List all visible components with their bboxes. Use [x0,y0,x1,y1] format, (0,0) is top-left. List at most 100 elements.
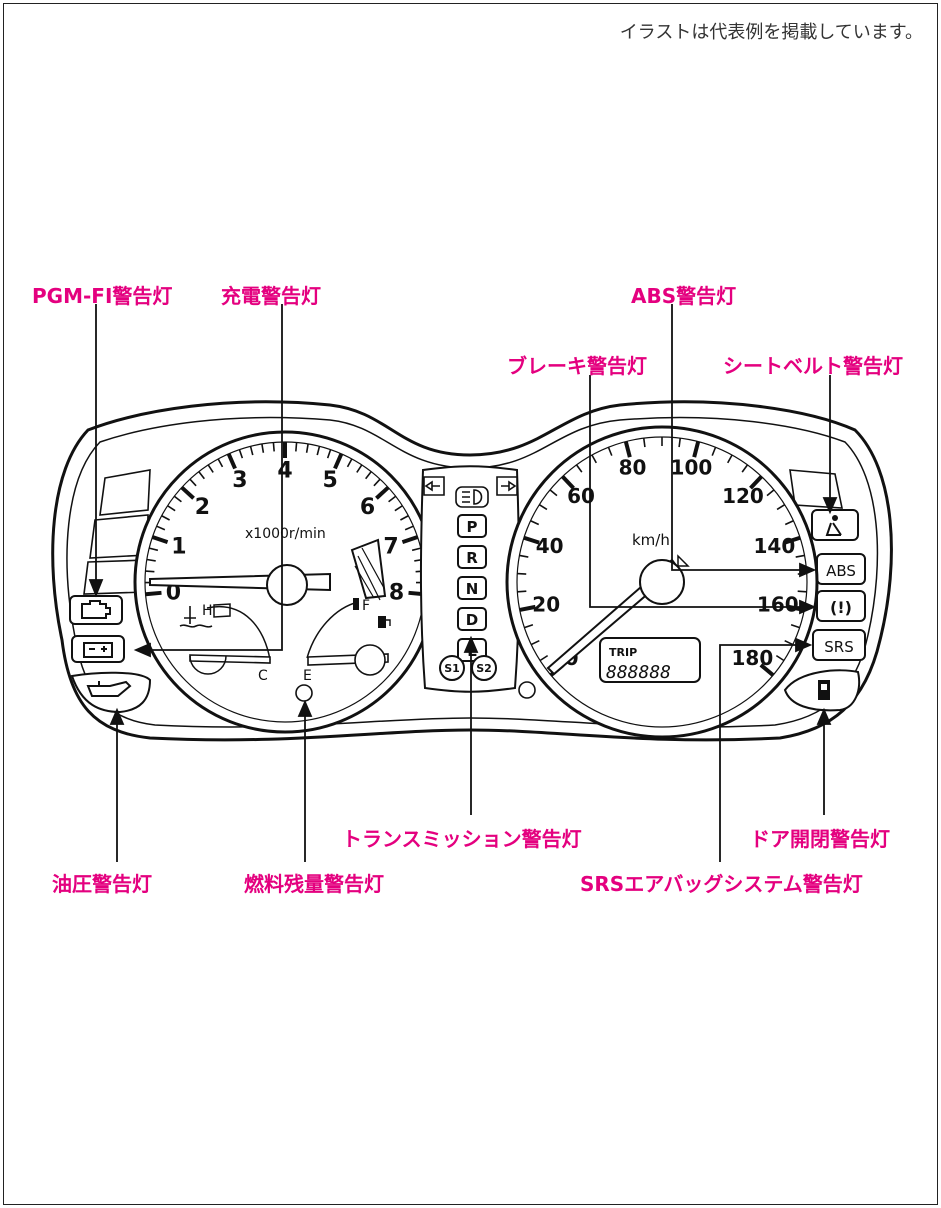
speedometer-minor-tick [741,464,749,473]
callout-door: ドア開閉警告灯 [750,827,890,851]
tachometer-minor-tick [373,478,381,487]
tachometer-minor-tick [167,505,176,512]
brake-leader [589,375,812,608]
gear-indicator-box [457,514,487,538]
page-frame [3,3,938,1205]
tachometer-minor-tick [189,478,197,487]
tachometer-minor-tick [156,525,166,531]
tachometer-minor-tick [404,525,414,531]
tachometer-major-tick [226,453,237,470]
speedometer-minor-tick [784,519,794,526]
tachometer-minor-tick [145,570,155,573]
abs-lamp: ABS [816,553,866,585]
seatbelt-lamp [811,509,859,541]
speedometer-minor-tick [591,454,597,464]
speedometer-minor-tick [766,489,775,497]
tachometer-minor-tick [238,449,244,459]
tachometer-number: 8 [389,580,404,605]
tachometer-minor-tick [346,458,353,468]
tachometer-minor-tick [148,547,159,552]
leader-lines [88,304,838,862]
callout-charging: 充電警告灯 [221,284,321,308]
coolant-icon [179,606,213,628]
tachometer-major-tick [180,485,195,500]
tachometer-minor-tick [295,442,298,452]
gear-indicator-box [457,576,487,600]
speedometer-minor-tick [727,454,733,464]
speedometer-minor-tick [549,489,558,497]
speedometer-minor-tick [797,590,807,593]
tachometer-minor-tick [365,471,372,480]
s-mode-s2: S2 [476,662,492,675]
tachometer-minor-tick [261,443,265,453]
callout-pgm-fi: PGM-FI警告灯 [32,284,173,308]
tachometer-minor-tick [305,443,309,453]
gear-indicator-d: D [466,611,478,629]
tachometer-major-tick [401,535,419,545]
left-turn-arrow-icon [423,476,445,496]
tachometer-minor-tick [272,442,275,452]
callout-fuel: 燃料残量警告灯 [244,872,384,896]
speedometer-minor-tick [539,654,549,662]
speedometer-minor-tick [538,504,548,511]
speedometer-major-tick [749,475,763,490]
fuel-hub [354,644,386,676]
speedometer-minor-tick [795,554,805,558]
tachometer-minor-tick [173,495,182,503]
gear-indicator-box [457,607,487,631]
speedometer-minor-tick [517,590,527,593]
speedometer-minor-tick [776,504,786,511]
brake-lamp: (!) [816,590,866,622]
tachometer-minor-tick [388,495,397,503]
speedometer-minor-tick [790,624,800,629]
tachometer-number: 4 [277,459,292,484]
tachometer-major-tick [375,485,390,500]
fuel-empty-label: E [303,668,312,684]
charge-leader [140,304,283,651]
speedometer-number: 120 [722,484,764,508]
speedometer-minor-tick [607,446,613,456]
temp-hot-label: H [202,603,213,619]
tachometer-number: 7 [383,535,398,560]
speedometer-major-tick [759,663,775,677]
callout-srs: SRSエアバッグシステム警告灯 [580,872,863,896]
speedometer-minor-tick [784,639,794,646]
gear-indicator-n: N [466,580,479,598]
tachometer-hub [266,564,308,606]
speedometer-minor-tick [775,654,785,662]
temperature-needle [189,654,271,664]
charging-lamp [71,635,125,663]
speedometer-number: 20 [532,593,560,617]
callout-seatbelt: シートベルト警告灯 [723,354,903,378]
tachometer-major-tick [145,590,162,597]
tachometer-minor-tick [411,547,422,552]
tachometer-number: 6 [360,495,375,520]
abs-leader [671,304,812,571]
oil-pressure-lamp [70,671,152,714]
tachometer-major-tick [333,453,344,470]
tachometer-minor-tick [161,515,170,521]
s-mode-circle [439,655,465,681]
speedometer-minor-tick [530,639,540,646]
tachometer-number: 5 [322,468,337,493]
cluster-inner-bezel [66,416,879,728]
srs-lamp-text: SRS [824,638,853,656]
redline-zone [350,538,387,600]
srs-lamp: SRS [812,629,866,661]
speedometer-number: 160 [757,593,799,617]
speedometer-minor-tick [575,464,583,473]
pgm-fi-lamp [69,595,123,625]
tachometer-minor-tick [217,458,224,468]
fuel-full-label: F [362,598,370,614]
fuel-pump-icon [378,616,391,628]
temp-cold-label: C [258,668,268,684]
speedometer-major-tick [523,535,540,545]
callout-transmission: トランスミッション警告灯 [342,827,582,851]
speedometer-hub [639,559,685,605]
speedometer-minor-tick [519,554,529,558]
callout-abs: ABS警告灯 [631,284,737,308]
speedometer-major-tick [519,604,536,612]
